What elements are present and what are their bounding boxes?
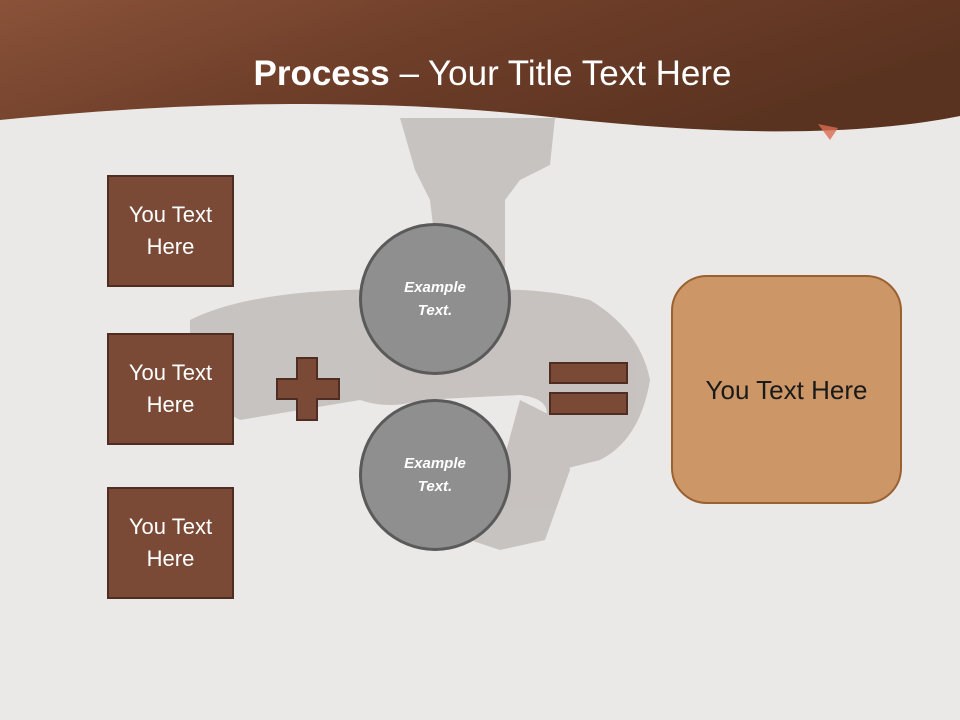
header-accent — [818, 124, 838, 140]
header-band — [0, 0, 960, 132]
result-box-label: You Text Here — [705, 374, 868, 405]
slide-title-bold: Process — [253, 54, 390, 93]
input-box-3[interactable]: You Text Here — [107, 487, 234, 599]
input-box-label: You Text Here — [128, 514, 213, 571]
plus-icon — [276, 357, 340, 421]
example-circle-label: Example Text. — [404, 279, 466, 319]
slide-title: Process – Your Title Text Here — [0, 52, 960, 96]
equals-icon — [549, 362, 628, 415]
input-box-1[interactable]: You Text Here — [107, 175, 234, 287]
result-box[interactable]: You Text Here — [671, 275, 902, 504]
example-circle-label: Example Text. — [404, 455, 466, 495]
example-circle-1[interactable]: Example Text. — [359, 223, 511, 375]
input-box-2[interactable]: You Text Here — [107, 333, 234, 445]
example-circle-2[interactable]: Example Text. — [359, 399, 511, 551]
input-box-label: You Text Here — [128, 360, 213, 417]
input-box-label: You Text Here — [128, 202, 213, 259]
slide-title-rest: – Your Title Text Here — [389, 54, 732, 93]
